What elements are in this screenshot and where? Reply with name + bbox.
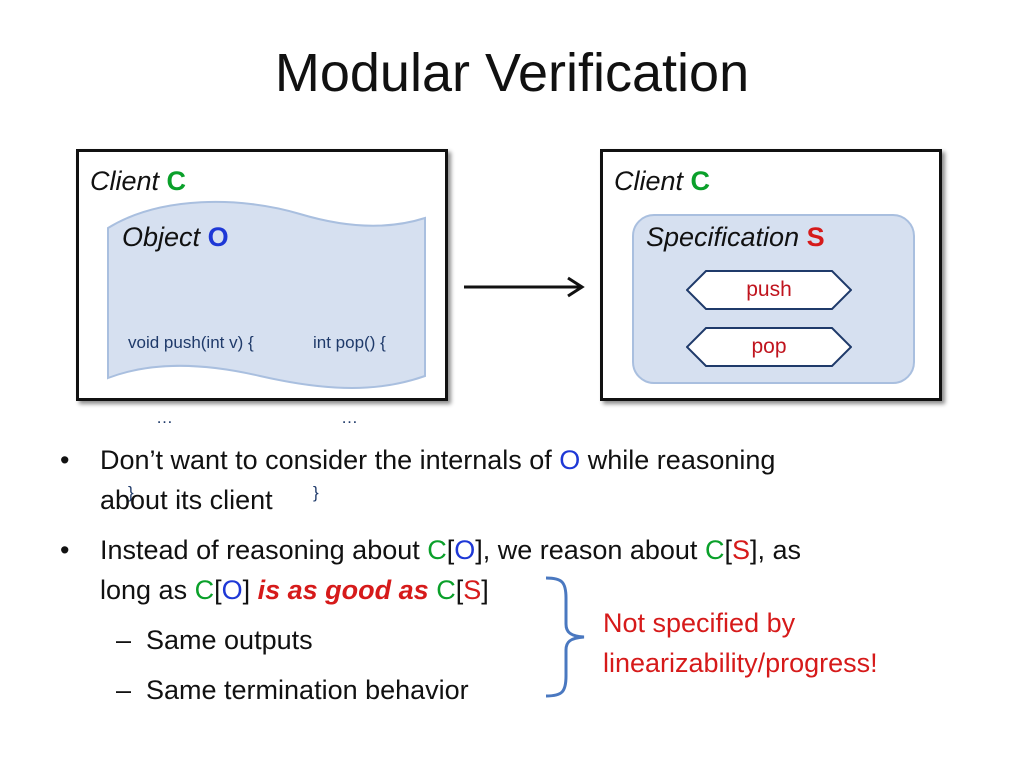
object-letter: O — [221, 575, 243, 605]
specification-label: Specification S — [646, 222, 825, 253]
right-curly-brace-icon — [545, 576, 585, 698]
text-run: [ — [446, 535, 455, 565]
note-line-1: Not specified by — [603, 608, 796, 638]
client-letter: C — [690, 166, 711, 196]
op-tag-pop: pop — [686, 327, 852, 367]
spec-letter: S — [463, 575, 482, 605]
text-run: while reasoning — [580, 445, 776, 475]
object-label: Object O — [122, 222, 229, 253]
bullet-marker: • — [60, 445, 70, 475]
push-code-line2: … — [156, 408, 173, 427]
sub-bullet-2: – — [116, 670, 131, 710]
text-run: [ — [455, 575, 464, 605]
pop-code-line3: } — [313, 483, 319, 502]
bullet-1: • — [60, 440, 69, 480]
sub-bullet-2-text: Same termination behavior — [146, 675, 469, 705]
push-code: void push(int v) { … } — [128, 280, 254, 530]
spec-letter: S — [731, 535, 750, 565]
client-letter: C — [194, 575, 215, 605]
bullet-2-line2: long as C[O] is as good as C[S] — [100, 570, 489, 610]
client-letter: C — [427, 535, 447, 565]
dash-marker: – — [116, 625, 132, 655]
bullet-1-line2: about its client — [100, 485, 273, 515]
bullet-marker: • — [60, 535, 70, 565]
bullet-1-line1: Don’t want to consider the internals of … — [100, 440, 775, 480]
right-arrow-icon — [464, 276, 585, 298]
client-word: Client — [614, 166, 684, 196]
text-run: Instead of reasoning about — [100, 535, 428, 565]
object-word: Object — [122, 222, 201, 252]
text-run: Don’t want to consider the internals of — [100, 445, 560, 475]
object-letter: O — [559, 445, 581, 475]
text-run: long as — [100, 575, 195, 605]
object-letter: O — [207, 222, 229, 252]
text-run: ] — [481, 575, 489, 605]
note-line-2: linearizability/progress! — [603, 648, 878, 678]
client-letter: C — [704, 535, 725, 565]
object-letter: O — [454, 535, 476, 565]
bullet-2: • — [60, 530, 69, 570]
sub-bullet-1: – — [116, 620, 131, 660]
text-run: ], as — [749, 535, 801, 565]
right-client-label: Client C — [614, 166, 710, 197]
push-code-line1: void push(int v) { — [128, 333, 254, 352]
not-specified-note: Not specified by linearizability/progres… — [603, 603, 878, 683]
client-letter: C — [436, 575, 456, 605]
dash-marker: – — [116, 675, 132, 705]
spec-word: Specification — [646, 222, 800, 252]
client-letter: C — [166, 166, 187, 196]
text-run: ], we reason about — [475, 535, 705, 565]
text-run: [ — [724, 535, 732, 565]
spec-letter: S — [806, 222, 825, 252]
push-code-line3: } — [128, 483, 134, 502]
op-tag-pop-label: pop — [751, 335, 787, 358]
op-tag-push-label: push — [746, 278, 792, 301]
text-run: ] — [242, 575, 258, 605]
pop-code-line2: … — [341, 408, 358, 427]
emphasis-text: is as good as — [257, 575, 429, 605]
text-run: [ — [214, 575, 222, 605]
left-client-label: Client C — [90, 166, 186, 197]
bullet-2-line1: Instead of reasoning about C[O], we reas… — [100, 530, 801, 570]
pop-code: int pop() { … } — [313, 280, 386, 530]
op-tag-push: push — [686, 270, 852, 310]
sub-bullet-1-text: Same outputs — [146, 625, 313, 655]
pop-code-line1: int pop() { — [313, 333, 386, 352]
slide-title: Modular Verification — [274, 43, 750, 103]
client-word: Client — [90, 166, 160, 196]
